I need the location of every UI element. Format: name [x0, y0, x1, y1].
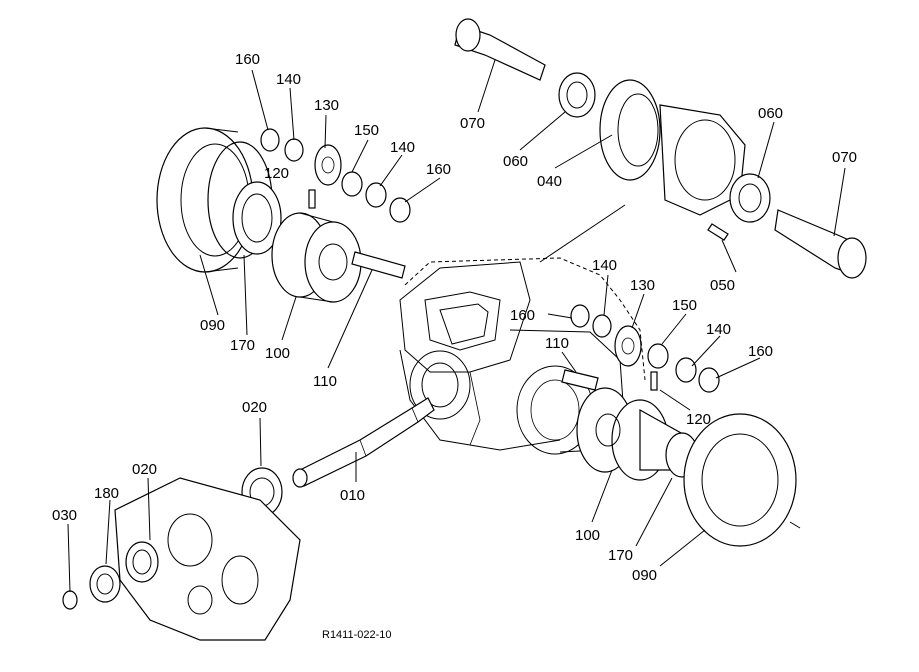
upper-bolt-050: [707, 223, 729, 241]
callout-020-a: 020: [242, 399, 267, 416]
callout-070-a: 070: [460, 115, 485, 132]
callout-040: 040: [537, 173, 562, 190]
callout-110-b: 110: [545, 335, 569, 352]
left-bearing-170: [232, 181, 282, 255]
seal-180: [89, 565, 121, 603]
callout-100-a: 100: [265, 345, 290, 362]
callout-100-b: 100: [575, 527, 600, 544]
callout-090-b: 090: [632, 567, 657, 584]
figure-reference-code: R1411-022-10: [322, 629, 392, 641]
callout-160-b: 160: [426, 161, 451, 178]
gear-case-housing: [399, 257, 646, 455]
callout-170-b: 170: [608, 547, 633, 564]
callout-110-a: 110: [313, 373, 337, 390]
left-pin-110: [351, 251, 406, 279]
callout-170-a: 170: [230, 337, 255, 354]
main-shaft-010: [292, 397, 435, 488]
upper-shaft-070-left: [454, 18, 546, 81]
callout-140-b: 140: [390, 139, 415, 156]
callout-030: 030: [52, 507, 77, 524]
callout-090-a: 090: [200, 317, 225, 334]
callout-060-a: 060: [503, 153, 528, 170]
callout-020-b: 020: [132, 461, 157, 478]
upper-diff-case: [659, 104, 771, 223]
callout-130-a: 130: [314, 97, 339, 114]
bearing-020-lower: [125, 541, 159, 583]
callout-180: 180: [94, 485, 119, 502]
callout-140-c: 140: [592, 257, 617, 274]
callout-160-d: 160: [748, 343, 773, 360]
callout-120-a: 120: [264, 165, 289, 182]
callout-010: 010: [340, 487, 365, 504]
case-cover: [114, 477, 301, 641]
left-carrier-100: [271, 212, 362, 303]
callout-050: 050: [710, 277, 735, 294]
callout-070-b: 070: [832, 149, 857, 166]
upper-shaft-070-right: [774, 209, 867, 279]
callout-160-a: 160: [235, 51, 260, 68]
callout-130-b: 130: [630, 277, 655, 294]
right-small-parts: [570, 304, 720, 393]
leader-lines: [67, 59, 846, 593]
callout-140-a: 140: [276, 71, 301, 88]
right-ring-gear-090: [683, 413, 797, 547]
callout-150-b: 150: [672, 297, 697, 314]
callout-150-a: 150: [354, 122, 379, 139]
upper-bearing-060-left: [558, 72, 596, 118]
callout-060-b: 060: [758, 105, 783, 122]
snap-ring-030: [62, 590, 78, 610]
left-small-parts: [260, 128, 411, 223]
callout-160-c: 160: [510, 307, 535, 324]
callout-120-b: 120: [686, 411, 711, 428]
callout-140-d: 140: [706, 321, 731, 338]
right-pin-110: [561, 369, 599, 391]
upper-ring-gear-040: [599, 79, 661, 181]
callout-labels: 160 140 130 150 140 160 120 090 170 100 …: [52, 51, 857, 641]
